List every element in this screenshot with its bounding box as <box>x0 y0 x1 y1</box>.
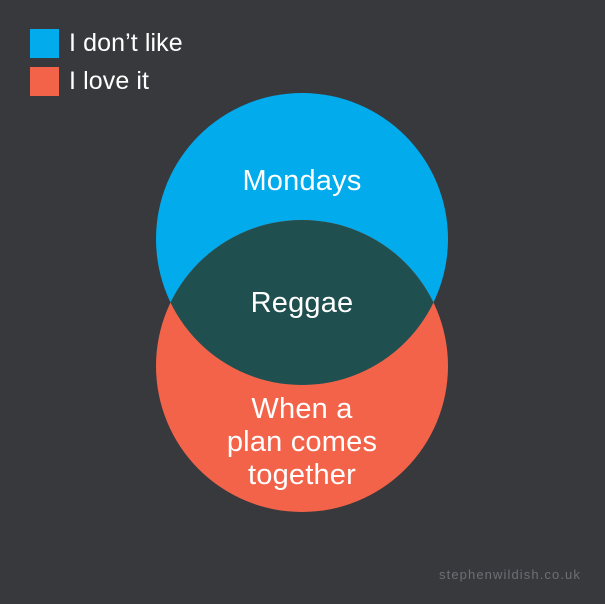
square-swatch-icon <box>30 67 59 96</box>
legend: I don’t like I love it <box>30 29 183 105</box>
venn-label-bottom: When a plan comes together <box>226 393 378 491</box>
square-swatch-icon <box>30 29 59 58</box>
venn-label-intersection: Reggae <box>250 287 354 319</box>
legend-item-i-love-it: I love it <box>30 67 183 96</box>
venn-intersection-region <box>156 220 448 385</box>
legend-item-label: I don’t like <box>69 29 183 57</box>
venn-label-top: Mondays <box>242 165 362 197</box>
credit-watermark: stephenwildish.co.uk <box>439 567 581 582</box>
legend-item-label: I love it <box>69 67 150 95</box>
legend-item-i-dont-like: I don’t like <box>30 29 183 58</box>
